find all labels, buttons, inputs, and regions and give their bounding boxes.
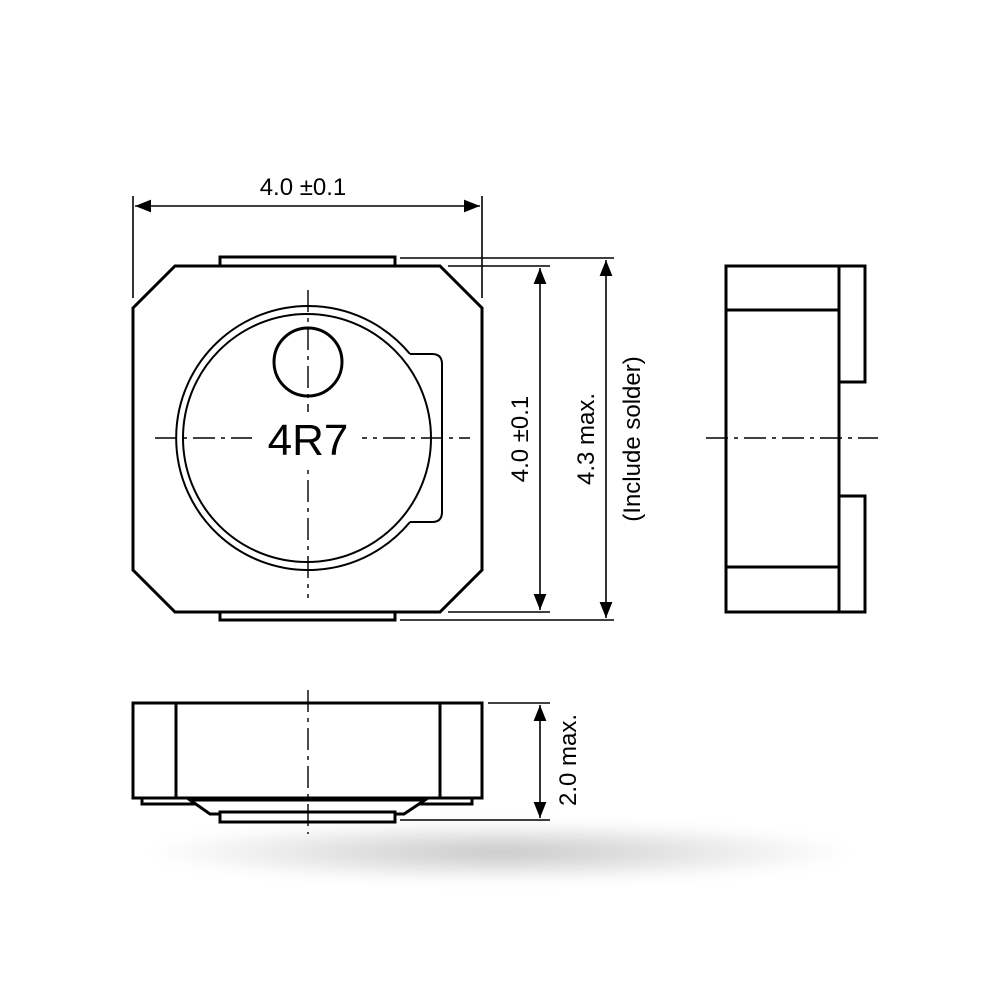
part-marking: 4R7 <box>268 416 349 465</box>
thickness-dimension: 2.0 max. <box>400 702 582 821</box>
marking-background <box>252 412 362 464</box>
width-label: 4.0 ±0.1 <box>260 174 347 201</box>
height-dimension: 4.0 ±0.1 <box>448 265 550 613</box>
side-upper-terminal <box>837 264 867 384</box>
max-height-dimension: 4.3 max. (Include solder) <box>400 257 646 621</box>
width-dimension: 4.0 ±0.1 <box>132 174 483 298</box>
side-body <box>724 264 841 614</box>
solder-note: (Include solder) <box>619 356 646 521</box>
side-lower-terminal <box>837 494 867 614</box>
side-view <box>706 264 878 614</box>
front-view <box>131 690 484 834</box>
thickness-label: 2.0 max. <box>555 714 582 806</box>
top-view: 4R7 <box>131 255 484 622</box>
ground-shadow <box>150 822 850 882</box>
height-label: 4.0 ±0.1 <box>507 396 534 483</box>
max-height-label: 4.3 max. <box>573 393 600 485</box>
